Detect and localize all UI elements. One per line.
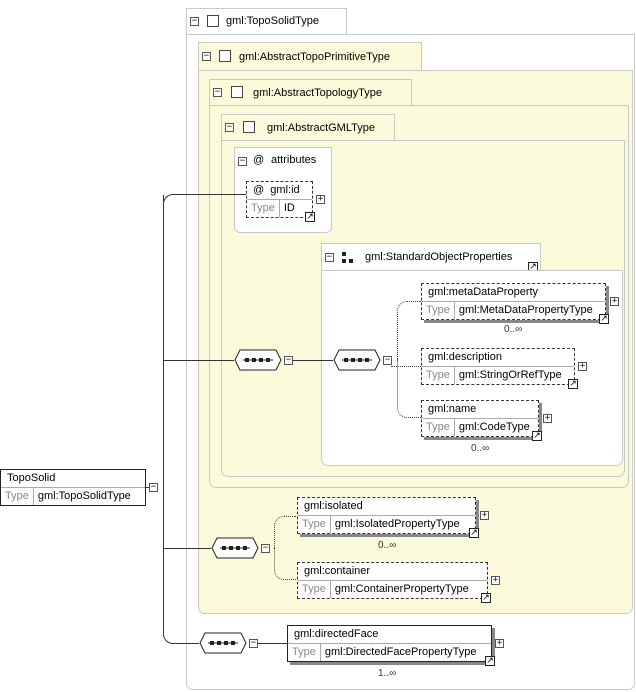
element-name: gml:isolated xyxy=(298,498,475,516)
link-icon[interactable]: ↗ xyxy=(532,431,542,441)
element-type: gml:TopoSolidType xyxy=(37,490,131,502)
expand-icon[interactable]: + xyxy=(316,194,325,204)
type-key: Type xyxy=(298,516,331,533)
sequence-compositor[interactable] xyxy=(234,349,282,371)
expand-icon[interactable]: + xyxy=(543,413,552,423)
group-icon xyxy=(342,252,353,263)
connector-line xyxy=(274,516,296,549)
occurrence-label: 0..∞ xyxy=(471,443,490,454)
element-name: gml:directedFace xyxy=(288,626,491,644)
standard-object-properties-tab: − gml:StandardObjectProperties ↗ xyxy=(321,243,541,272)
connector-line xyxy=(163,632,175,644)
checkbox-icon[interactable] xyxy=(231,86,243,98)
collapse-icon[interactable]: − xyxy=(383,355,392,365)
abstract-topology-tab: − gml:AbstractTopologyType xyxy=(209,79,412,106)
element-name: gml:name xyxy=(422,401,538,419)
sequence-compositor[interactable] xyxy=(211,537,259,559)
attributes-at-icon: @ xyxy=(253,154,265,166)
occurrence-label: 1..∞ xyxy=(378,668,397,679)
collapse-icon[interactable]: − xyxy=(261,543,270,553)
collapse-icon[interactable]: − xyxy=(202,51,211,61)
occurrence-label: 0..∞ xyxy=(378,540,397,551)
type-key: Type xyxy=(247,200,280,217)
type-key: Type xyxy=(288,644,321,661)
element-type: gml:DirectedFacePropertyType xyxy=(324,646,477,658)
type-title: gml:AbstractTopoPrimitiveType xyxy=(239,51,390,63)
element-type: gml:ContainerPropertyType xyxy=(334,583,469,595)
link-icon[interactable]: ↗ xyxy=(469,528,479,538)
collapse-icon[interactable]: − xyxy=(238,156,247,166)
type-key: Type xyxy=(298,581,331,598)
connector-line xyxy=(175,194,246,195)
collapse-icon[interactable]: − xyxy=(284,355,293,365)
attribute-type: ID xyxy=(283,202,295,214)
element-type: gml:StringOrRefType xyxy=(458,369,562,381)
element-name: gml:metaDataProperty xyxy=(422,284,605,302)
abstract-gml-tab: − gml:AbstractGMLType xyxy=(221,114,395,141)
element-name: gml:description xyxy=(422,349,574,367)
topo-solid-type-tab: − gml:TopoSolidType xyxy=(186,8,347,35)
checkbox-icon[interactable] xyxy=(207,15,219,27)
element-name: gml:container xyxy=(298,563,487,581)
occurrence-label: 0..∞ xyxy=(504,324,523,335)
collapse-icon[interactable]: − xyxy=(213,87,222,97)
link-icon[interactable]: ↗ xyxy=(485,656,495,666)
connector-line xyxy=(163,360,234,361)
sequence-compositor[interactable] xyxy=(199,632,247,654)
group-title: gml:StandardObjectProperties xyxy=(365,251,513,263)
element-type: gml:IsolatedPropertyType xyxy=(334,518,460,530)
link-icon[interactable]: ↗ xyxy=(305,212,315,222)
type-key: Type xyxy=(422,367,455,384)
expand-icon[interactable]: + xyxy=(610,296,619,306)
element-type: gml:CodeType xyxy=(458,421,530,433)
connector-line xyxy=(397,301,421,360)
type-title: gml:TopoSolidType xyxy=(226,15,319,27)
at-icon: @ xyxy=(253,184,265,196)
element-name: TopoSolid xyxy=(1,470,145,488)
collapse-icon[interactable]: − xyxy=(149,482,158,492)
connector-line xyxy=(163,195,164,632)
connector-line xyxy=(292,360,333,361)
link-icon[interactable]: ↗ xyxy=(599,314,609,324)
connector-line xyxy=(163,548,211,549)
connector-line xyxy=(391,366,421,367)
attribute-name: gml:id xyxy=(270,184,300,196)
checkbox-icon[interactable] xyxy=(219,50,231,62)
collapse-icon[interactable]: − xyxy=(249,638,258,648)
element-type: gml:MetaDataPropertyType xyxy=(458,304,593,316)
type-title: gml:AbstractGMLType xyxy=(267,122,375,134)
abstract-topo-primitive-tab: − gml:AbstractTopoPrimitiveType xyxy=(198,42,422,70)
expand-icon[interactable]: + xyxy=(578,361,587,371)
link-icon[interactable]: ↗ xyxy=(481,593,491,603)
type-title: gml:AbstractTopologyType xyxy=(253,87,383,99)
collapse-icon[interactable]: − xyxy=(190,16,199,26)
connector-line xyxy=(274,548,296,580)
link-icon[interactable]: ↗ xyxy=(568,379,578,389)
type-key: Type xyxy=(422,302,455,319)
expand-icon[interactable]: + xyxy=(480,510,489,520)
connector-line xyxy=(257,643,287,644)
expand-icon[interactable]: + xyxy=(491,575,500,585)
connector-line xyxy=(163,194,175,206)
collapse-icon[interactable]: − xyxy=(325,252,334,262)
collapse-icon[interactable]: − xyxy=(225,122,234,132)
attributes-title: attributes xyxy=(271,154,317,166)
type-key: Type xyxy=(422,419,455,436)
checkbox-icon[interactable] xyxy=(243,121,255,133)
type-key: Type xyxy=(1,488,34,505)
sequence-compositor[interactable] xyxy=(333,349,381,371)
connector-line xyxy=(397,360,421,418)
connector-line xyxy=(175,643,199,644)
expand-icon[interactable]: + xyxy=(495,638,504,648)
